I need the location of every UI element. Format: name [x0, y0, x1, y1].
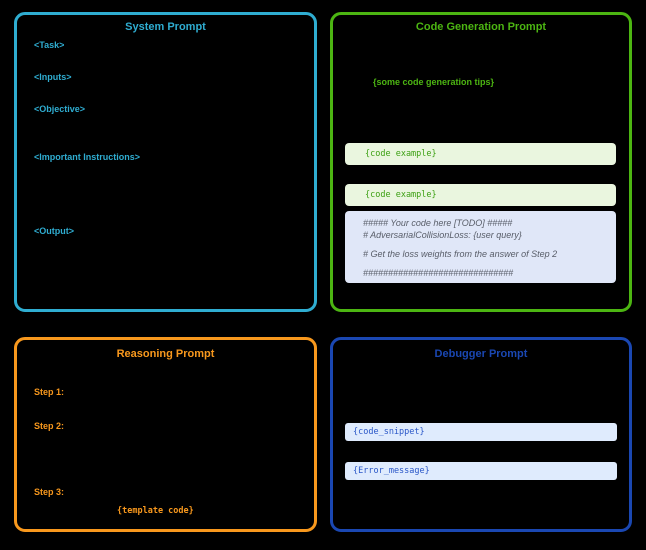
error-message-box: {Error_message} [345, 462, 617, 480]
code-snippet-box: {code_snippet} [345, 423, 617, 441]
code-example-box-2: {code example} [345, 184, 616, 206]
debugger-prompt-panel: Debugger Prompt {code_snippet} {Error_me… [330, 337, 632, 532]
template-code-placeholder: {template code} [117, 506, 194, 516]
debugger-prompt-title: Debugger Prompt [434, 348, 528, 360]
reasoning-prompt-title: Reasoning Prompt [116, 348, 215, 360]
tag-task: <Task> [34, 40, 65, 50]
tag-inputs: <Inputs> [34, 72, 72, 82]
tag-important-instructions: <Important Instructions> [34, 152, 141, 162]
comment-line: # AdversarialCollisionLoss: {user query} [363, 230, 522, 240]
step-3-label: Step 3: [34, 487, 65, 497]
code-generation-prompt-title: Code Generation Prompt [415, 21, 547, 33]
system-prompt-title: System Prompt [125, 21, 206, 33]
step-1-label: Step 1: [34, 387, 65, 397]
step-2-label: Step 2: [34, 421, 65, 431]
reasoning-prompt-panel: Reasoning Prompt Step 1: Step 2: Step 3:… [14, 337, 317, 532]
system-prompt-panel: System Prompt <Task> <Inputs> <Objective… [14, 12, 317, 312]
tag-objective: <Objective> [34, 104, 86, 114]
comment-line: # Get the loss weights from the answer o… [363, 249, 558, 259]
tag-output: <Output> [34, 226, 74, 236]
code-generation-prompt-panel: Code Generation Prompt {some code genera… [330, 12, 632, 312]
code-example-box-1: {code example} [345, 143, 616, 165]
comment-line: ##### Your code here [TODO] ##### [363, 218, 513, 228]
code-template-comment-box: ##### Your code here [TODO] ##### # Adve… [345, 211, 616, 283]
comment-line: ############################## [363, 268, 514, 278]
code-generation-tips-placeholder: {some code generation tips} [373, 77, 495, 87]
